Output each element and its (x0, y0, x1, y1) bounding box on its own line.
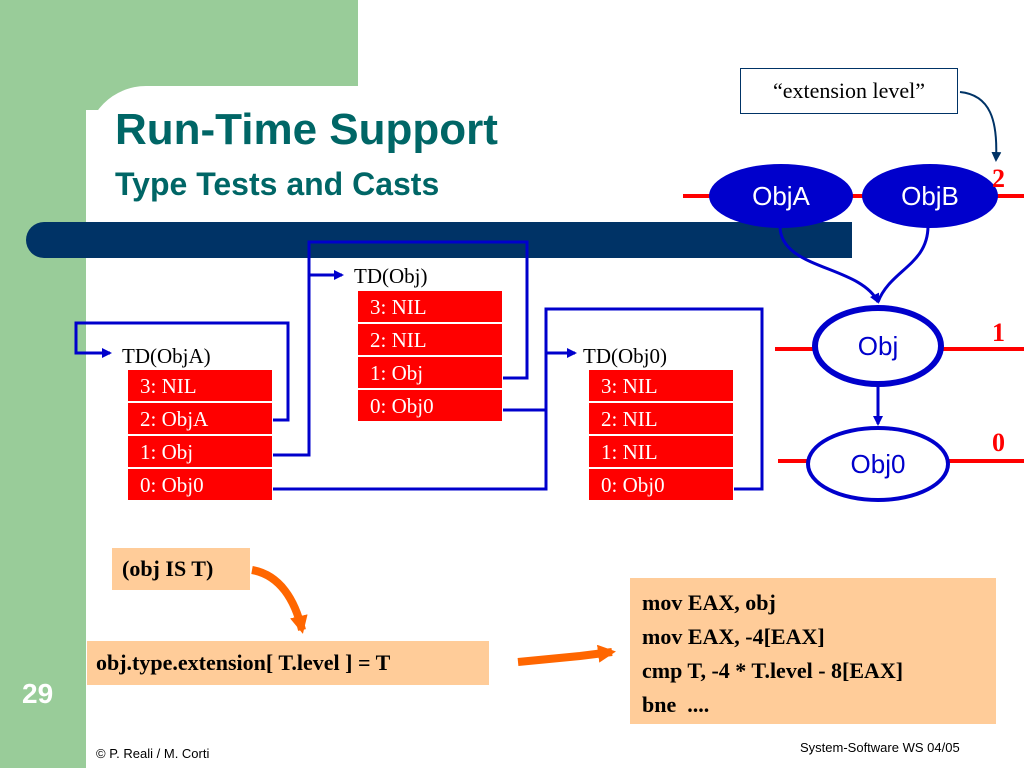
td-obj-row-2: 2: NIL (357, 323, 503, 356)
td-obj0-row-1: 1: NIL (588, 435, 734, 468)
td-obj0-row-2: 2: NIL (588, 402, 734, 435)
arrow-objb-to-obj (876, 225, 930, 303)
left-green-band (0, 0, 86, 768)
td-obj0-table: 3: NIL 2: NIL 1: NIL 0: Obj0 (588, 369, 734, 501)
node-obj: Obj (812, 305, 944, 387)
title-bar (26, 222, 852, 258)
level-0-number: 0 (992, 428, 1005, 457)
asm-line-1: mov EAX, obj (642, 590, 776, 615)
expansion-box: obj.type.extension[ T.level ] = T (87, 641, 489, 685)
link-obja-row1-to-obj (272, 240, 529, 457)
arrow-is-to-expansion (251, 566, 308, 634)
level-1-number: 1 (992, 318, 1005, 347)
td-obj0-row-3: 3: NIL (588, 369, 734, 402)
node-obj0: Obj0 (806, 426, 950, 502)
page-number: 29 (22, 678, 54, 709)
td-obj-table: 3: NIL 2: NIL 1: Obj 0: Obj0 (357, 290, 503, 422)
td-obj-label: TD(Obj) (354, 264, 428, 288)
arrow-extension-level (959, 91, 1002, 162)
td-obj0-label: TD(Obj0) (583, 344, 667, 368)
node-obja: ObjA (709, 164, 853, 228)
td-obja-table: 3: NIL 2: ObjA 1: Obj 0: Obj0 (127, 369, 273, 501)
arrow-obja-to-obj (778, 225, 880, 304)
asm-code-box: mov EAX, obj mov EAX, -4[EAX] cmp T, -4 … (630, 578, 996, 724)
td-obja-row-1: 1: Obj (127, 435, 273, 468)
td-obj-row-3: 3: NIL (357, 290, 503, 323)
asm-line-2: mov EAX, -4[EAX] (642, 624, 825, 649)
footer-copyright: © P. Reali / M. Corti (96, 746, 210, 761)
footer-course: System-Software WS 04/05 (800, 740, 960, 755)
asm-line-3: cmp T, -4 * T.level - 8[EAX] (642, 658, 904, 683)
td-obj0-row-0: 0: Obj0 (588, 468, 734, 501)
level-2-number: 2 (992, 164, 1005, 193)
td-obja-label: TD(ObjA) (122, 344, 211, 368)
link-obja-row2 (74, 321, 290, 422)
td-obja-row-2: 2: ObjA (127, 402, 273, 435)
node-objb: ObjB (862, 164, 998, 228)
td-obja-row-0: 0: Obj0 (127, 468, 273, 501)
slide-title: Run-Time Support (115, 105, 498, 154)
asm-line-4: bne .... (642, 692, 710, 717)
td-obja-row-3: 3: NIL (127, 369, 273, 402)
link-obja-row0-to-obj0 (272, 307, 764, 491)
level-2-line (683, 194, 1024, 198)
td-obj-row-0: 0: Obj0 (357, 389, 503, 422)
slide-subtitle: Type Tests and Casts (115, 166, 440, 202)
is-test-box: (obj IS T) (112, 548, 250, 590)
extension-level-label: “extension level” (740, 68, 958, 114)
arrow-expansion-to-asm (517, 644, 616, 666)
td-obj-row-1: 1: Obj (357, 356, 503, 389)
